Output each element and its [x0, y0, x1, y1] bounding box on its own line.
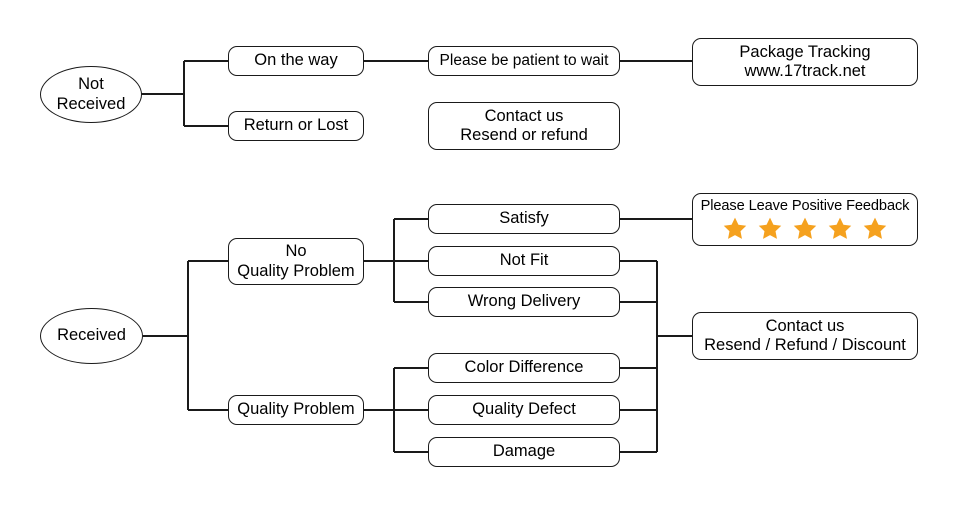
node-received-label: Received: [57, 326, 126, 345]
star-icon[interactable]: [827, 216, 853, 241]
feedback-label: Please Leave Positive Feedback: [700, 197, 910, 214]
node-not-fit-label: Not Fit: [499, 251, 549, 270]
node-return-or-lost-label: Return or Lost: [243, 116, 349, 135]
node-wrong-delivery-label: Wrong Delivery: [467, 292, 581, 311]
node-contact-resend-refund-discount[interactable]: Contact us Resend / Refund / Discount: [692, 312, 918, 360]
star-icon[interactable]: [862, 216, 888, 241]
star-icon[interactable]: [757, 216, 783, 241]
node-quality-defect[interactable]: Quality Defect: [428, 395, 620, 425]
node-no-quality-problem[interactable]: No Quality Problem: [228, 238, 364, 285]
node-received[interactable]: Received: [40, 308, 143, 364]
star-rating[interactable]: [722, 216, 888, 241]
node-damage-label: Damage: [492, 442, 556, 461]
node-damage[interactable]: Damage: [428, 437, 620, 467]
node-package-tracking-label: Package Tracking www.17track.net: [739, 42, 871, 80]
node-no-quality-problem-label: No Quality Problem: [237, 242, 355, 280]
node-return-or-lost[interactable]: Return or Lost: [228, 111, 364, 141]
node-package-tracking[interactable]: Package Tracking www.17track.net: [692, 38, 918, 86]
node-quality-problem-label: Quality Problem: [237, 400, 355, 419]
node-not-received-label: Not Received: [56, 75, 126, 113]
node-contact-resend-refund-discount-label: Contact us Resend / Refund / Discount: [704, 316, 906, 354]
node-on-the-way-label: On the way: [254, 51, 338, 70]
node-contact-resend-refund-label: Contact us Resend or refund: [460, 106, 588, 144]
node-leave-positive-feedback[interactable]: Please Leave Positive Feedback: [692, 193, 918, 246]
node-on-the-way[interactable]: On the way: [228, 46, 364, 76]
node-quality-problem[interactable]: Quality Problem: [228, 395, 364, 425]
node-color-difference[interactable]: Color Difference: [428, 353, 620, 383]
node-please-be-patient[interactable]: Please be patient to wait: [428, 46, 620, 76]
node-satisfy[interactable]: Satisfy: [428, 204, 620, 234]
node-quality-defect-label: Quality Defect: [472, 400, 576, 419]
node-satisfy-label: Satisfy: [499, 209, 549, 228]
node-not-received[interactable]: Not Received: [40, 66, 142, 123]
node-wrong-delivery[interactable]: Wrong Delivery: [428, 287, 620, 317]
node-color-difference-label: Color Difference: [464, 358, 584, 377]
node-not-fit[interactable]: Not Fit: [428, 246, 620, 276]
node-please-be-patient-label: Please be patient to wait: [439, 51, 609, 69]
star-icon[interactable]: [722, 216, 748, 241]
node-contact-resend-refund[interactable]: Contact us Resend or refund: [428, 102, 620, 150]
star-icon[interactable]: [792, 216, 818, 241]
